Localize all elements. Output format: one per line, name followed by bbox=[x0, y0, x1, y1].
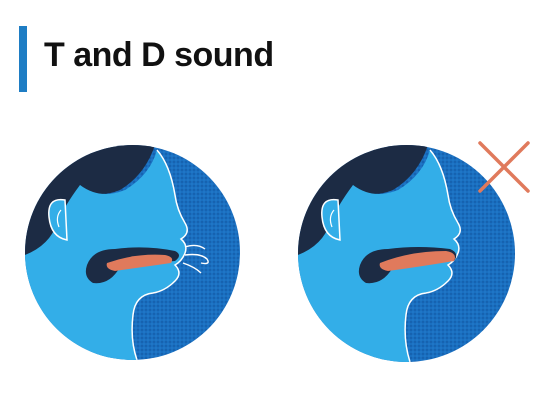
tongue-shape bbox=[106, 254, 173, 271]
incorrect-mouth-position-illustration bbox=[298, 145, 515, 362]
airflow-lines bbox=[184, 244, 206, 250]
cross-icon bbox=[478, 141, 530, 193]
tongue-shape bbox=[379, 251, 455, 271]
title-accent-bar bbox=[19, 26, 27, 92]
slide-title: T and D sound bbox=[44, 36, 274, 74]
correct-mouth-position-illustration bbox=[25, 145, 240, 360]
